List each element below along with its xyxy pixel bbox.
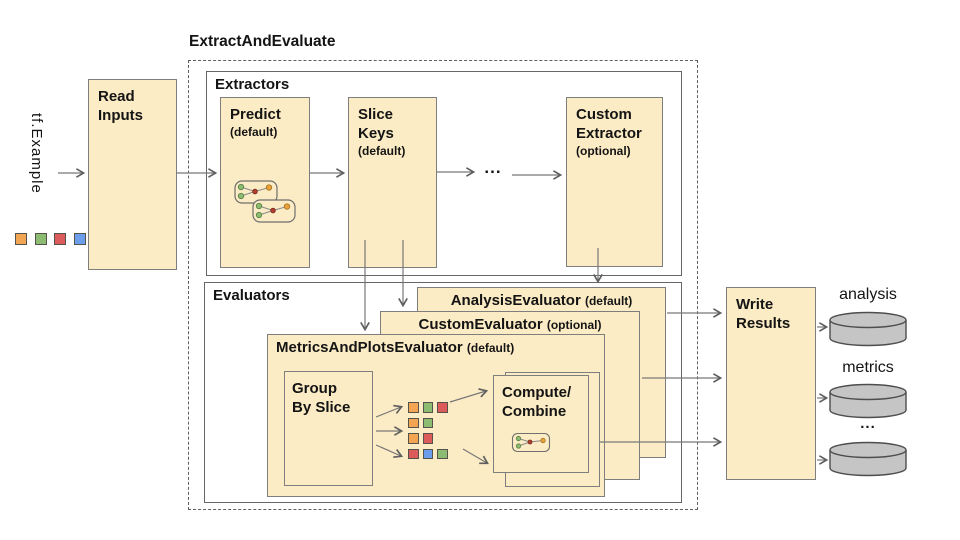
slice-square-red bbox=[422, 433, 433, 444]
read-inputs-label: Read Inputs bbox=[98, 88, 143, 125]
slice-square-blue bbox=[422, 448, 433, 459]
output-more-label: ... bbox=[860, 415, 876, 432]
example-square-blue bbox=[73, 233, 86, 245]
analysis-evaluator-label: AnalysisEvaluator bbox=[450, 292, 581, 309]
example-square-red bbox=[54, 233, 66, 245]
custom-extractor-label: Custom Extractor bbox=[576, 106, 642, 143]
custom-extractor-box: Custom Extractor (optional) bbox=[566, 97, 663, 267]
slice-keys-label: Slice Keys bbox=[358, 106, 394, 143]
diagram-title: ExtractAndEvaluate bbox=[189, 33, 336, 50]
write-results-label: Write Results bbox=[736, 296, 791, 333]
slice-keys-qualifier: (default) bbox=[358, 144, 406, 159]
custom-evaluator-qualifier: (optional) bbox=[546, 318, 602, 332]
metrics-store-cylinder-icon bbox=[829, 383, 907, 419]
slice-square-red bbox=[408, 448, 419, 459]
slice-square-red bbox=[437, 402, 448, 413]
output-metrics-label: metrics bbox=[842, 359, 894, 376]
predict-qualifier: (default) bbox=[230, 125, 278, 140]
slice-square-row bbox=[408, 433, 448, 444]
compute-combine-label: Compute/ Combine bbox=[502, 384, 572, 421]
compute-combine-box: Compute/ Combine bbox=[493, 375, 589, 473]
more-store-cylinder-icon bbox=[829, 441, 907, 477]
sliced-examples-grid bbox=[408, 402, 448, 464]
slice-square-orange bbox=[408, 417, 419, 428]
group-by-slice-label: Group By Slice bbox=[292, 380, 351, 417]
predict-model-graph-icon bbox=[234, 180, 296, 223]
analysis-evaluator-qualifier: (default) bbox=[584, 294, 633, 308]
extractors-section-label: Extractors bbox=[215, 76, 290, 93]
custom-evaluator-label: CustomEvaluator bbox=[418, 316, 543, 333]
custom-extractor-qualifier: (optional) bbox=[576, 144, 631, 159]
evaluators-section-label: Evaluators bbox=[213, 287, 290, 304]
slice-square-row bbox=[408, 402, 448, 413]
group-by-slice-box: Group By Slice bbox=[284, 371, 373, 486]
slice-keys-extractor-box: Slice Keys (default) bbox=[348, 97, 437, 268]
slice-square-row bbox=[408, 417, 448, 428]
slice-square-green bbox=[437, 448, 448, 459]
analysis-store-cylinder-icon bbox=[829, 311, 907, 347]
metrics-and-plots-evaluator-qualifier: (default) bbox=[466, 341, 515, 355]
example-square-orange bbox=[15, 233, 27, 245]
input-label-tf-example: tf.Example bbox=[28, 113, 45, 194]
extractors-ellipsis: ... bbox=[484, 158, 502, 177]
slice-square-green bbox=[422, 417, 433, 428]
predict-extractor-box: Predict (default) bbox=[220, 97, 310, 268]
slice-square-row bbox=[408, 448, 448, 459]
metrics-and-plots-evaluator-label: MetricsAndPlotsEvaluator bbox=[276, 339, 463, 356]
output-analysis-label: analysis bbox=[839, 286, 897, 303]
compute-combine-graph-icon bbox=[511, 432, 551, 453]
slice-square-orange bbox=[408, 402, 419, 413]
example-square-green bbox=[34, 233, 47, 245]
slice-square-orange bbox=[408, 433, 419, 444]
predict-label: Predict bbox=[230, 106, 281, 123]
read-inputs-box: Read Inputs bbox=[88, 79, 177, 270]
write-results-box: Write Results bbox=[726, 287, 816, 480]
slice-square-green bbox=[422, 402, 433, 413]
input-example-squares bbox=[15, 233, 86, 245]
